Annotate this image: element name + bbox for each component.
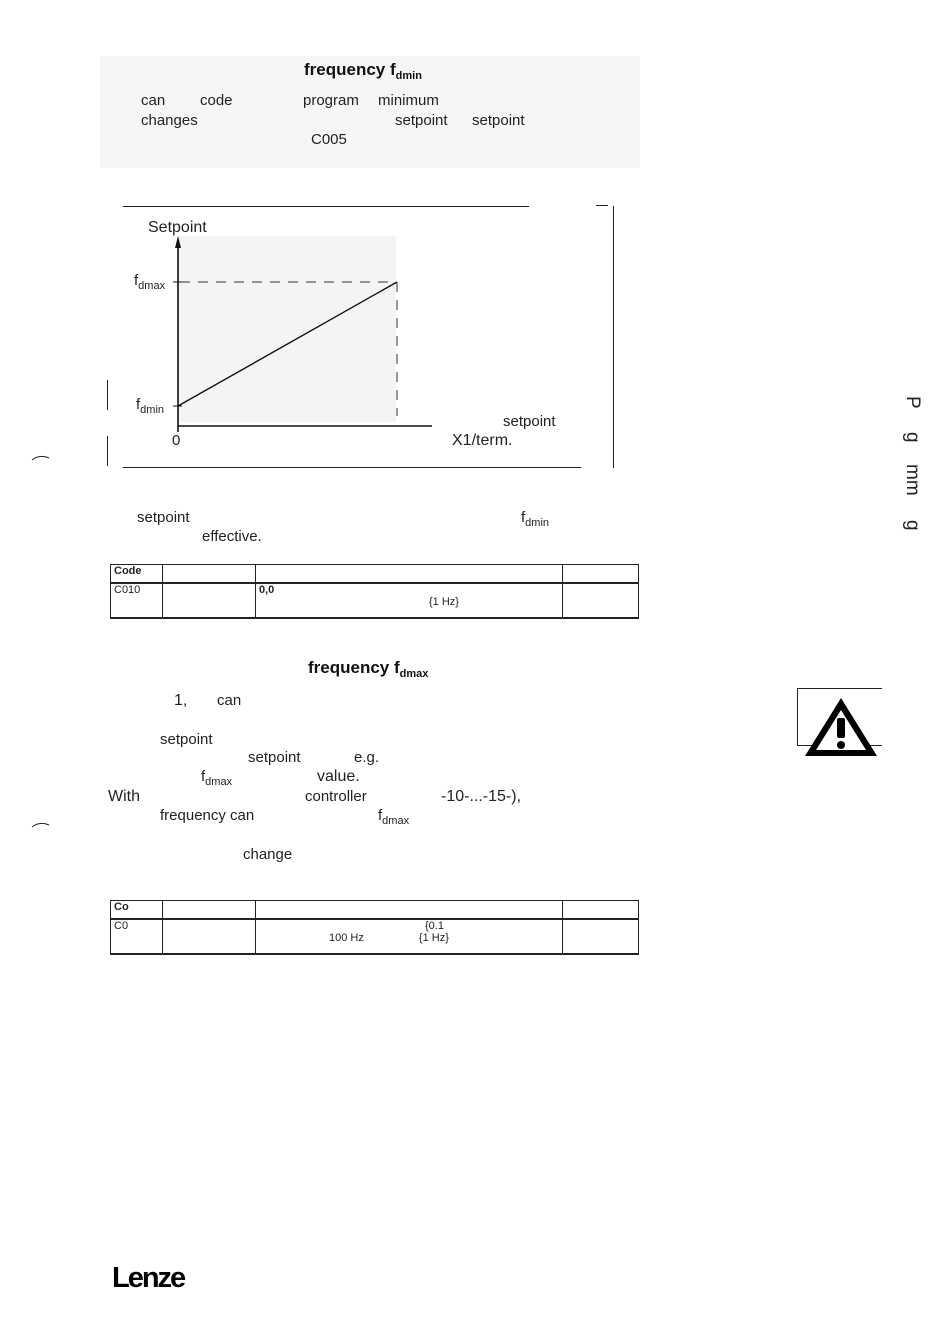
t1-cell-2 bbox=[162, 582, 256, 618]
side-tab-mm: mm bbox=[902, 464, 923, 496]
t2-cell-3: {0.1 100 Hz {1 Hz} bbox=[255, 918, 563, 954]
diagram-x-label-1: setpoint bbox=[503, 413, 556, 430]
s1-w-program: program bbox=[303, 92, 359, 109]
t2-cell-2 bbox=[162, 918, 256, 954]
figure-right-rule bbox=[613, 206, 614, 468]
diagram-fdmin-label: fdmin bbox=[136, 396, 165, 416]
s2-w-controller: controller bbox=[305, 788, 367, 805]
t1-cell-code: C010 bbox=[110, 582, 163, 618]
s2-w-eg: e.g. bbox=[354, 749, 380, 766]
s2-w-with: With bbox=[108, 788, 140, 805]
after-w-fdmin: fdmin bbox=[521, 509, 550, 529]
t2-cell-code: C0 bbox=[110, 918, 163, 954]
warning-triangle-icon bbox=[805, 698, 877, 756]
setpoint-line bbox=[177, 281, 398, 407]
figure-bottom-rule bbox=[123, 467, 581, 468]
t1-cell-3: 0,0 {1 Hz} bbox=[255, 582, 563, 618]
s1-w-changes: changes bbox=[141, 112, 198, 129]
t1-head-2 bbox=[162, 564, 256, 583]
s2-w-value: value. bbox=[317, 768, 360, 785]
after-w-setpoint: setpoint bbox=[137, 509, 190, 526]
section2-heading: frequency fdmax bbox=[308, 658, 429, 680]
t1-head-code: Code bbox=[110, 564, 163, 583]
s1-w-setpoint-b: setpoint bbox=[472, 112, 525, 129]
s2-w-fdmax2: fdmax bbox=[378, 807, 410, 827]
s2-w-change: change bbox=[243, 846, 293, 863]
s2-w-range: -10-...-15-), bbox=[441, 788, 522, 805]
s1-w-can: can bbox=[141, 92, 166, 109]
t2-max: 100 Hz bbox=[329, 931, 364, 944]
section1-heading: frequency fdmin bbox=[304, 60, 422, 82]
y-axis-arrow bbox=[175, 236, 181, 248]
s1-w-setpoint-a: setpoint bbox=[395, 112, 448, 129]
s1-w-c005: C005 bbox=[311, 131, 347, 148]
diagram-fdmax-label: fdmax bbox=[134, 272, 166, 292]
t1-step: {1 Hz} bbox=[429, 595, 459, 608]
table-c011: Co C0 {0.1 100 Hz {1 Hz} bbox=[110, 900, 639, 955]
margin-mark-1 bbox=[31, 455, 50, 461]
setpoint-diagram bbox=[173, 236, 432, 432]
intro-shade bbox=[100, 56, 640, 168]
t1-head-4 bbox=[562, 564, 639, 583]
diagram-shade bbox=[178, 236, 396, 422]
t2-step: {1 Hz} bbox=[418, 931, 449, 944]
figure-left-mark-2 bbox=[107, 436, 108, 466]
s2-w-fdmax: fdmax bbox=[201, 768, 233, 788]
t2-head-4 bbox=[562, 900, 639, 919]
s2-w-1: 1, bbox=[174, 692, 188, 709]
t1-val: 0,0 bbox=[259, 583, 275, 596]
figure-left-mark-1 bbox=[107, 380, 108, 410]
diagram-x-zero: 0 bbox=[172, 432, 181, 449]
s2-w-setpoint1: setpoint bbox=[160, 731, 213, 748]
t1-head-3 bbox=[255, 564, 563, 583]
diagram-y-label: Setpoint bbox=[148, 219, 207, 236]
figure-top-rule-short bbox=[596, 205, 608, 206]
t1-cell-4 bbox=[562, 582, 639, 618]
lenze-logo: Lenze bbox=[112, 1262, 186, 1294]
figure-top-rule bbox=[123, 206, 529, 207]
after-w-effective: effective. bbox=[202, 528, 262, 545]
margin-mark-2 bbox=[31, 822, 50, 828]
side-tab-g2: g bbox=[902, 520, 923, 531]
s2-w-setpoint2: setpoint bbox=[248, 749, 301, 766]
t2-head-code: Co bbox=[110, 900, 163, 919]
s2-w-freq: frequency can bbox=[160, 807, 255, 824]
side-tab-p: P bbox=[902, 396, 923, 409]
table-c010: Code C010 0,0 {1 Hz} bbox=[110, 564, 639, 619]
s1-w-code: code bbox=[200, 92, 233, 109]
diagram-x-label-2: X1/term. bbox=[452, 432, 513, 449]
s1-w-minimum: minimum bbox=[378, 92, 439, 109]
t2-head-3 bbox=[255, 900, 563, 919]
side-tab-g1: g bbox=[902, 432, 923, 443]
s2-w-can: can bbox=[217, 692, 242, 709]
t2-head-2 bbox=[162, 900, 256, 919]
t2-cell-4 bbox=[562, 918, 639, 954]
t2-range: {0.1 bbox=[425, 919, 444, 932]
